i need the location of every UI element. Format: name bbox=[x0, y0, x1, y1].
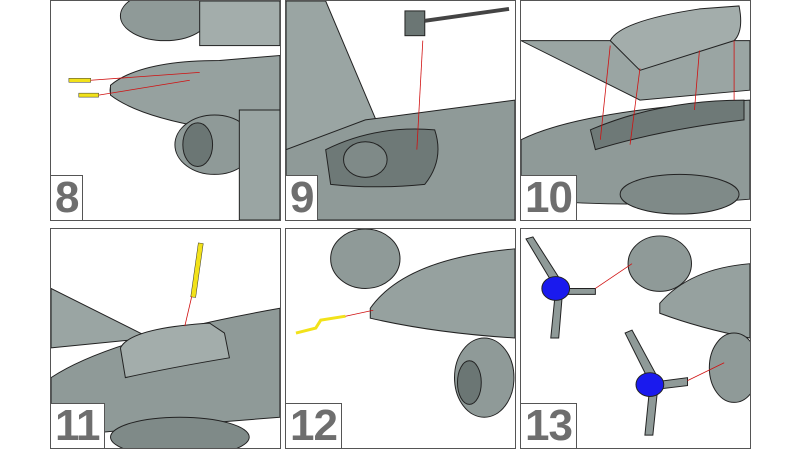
pitot-tube-part bbox=[295, 314, 346, 335]
step-9-panel: 9 bbox=[285, 0, 516, 221]
step-8-panel: 8 bbox=[50, 0, 281, 221]
step-10-illustration bbox=[521, 5, 750, 215]
step-number: 11 bbox=[51, 403, 105, 448]
step-number: 8 bbox=[51, 175, 84, 220]
step-12-illustration bbox=[295, 229, 515, 418]
propeller-part bbox=[624, 329, 689, 436]
step-12-panel: 12 bbox=[285, 228, 516, 449]
propeller-part bbox=[525, 236, 596, 339]
gun-barrel-part bbox=[68, 78, 91, 83]
step-number: 13 bbox=[521, 403, 577, 448]
step-13-panel: 13 bbox=[520, 228, 751, 449]
gunsight-part bbox=[404, 10, 426, 37]
step-11-panel: 11 bbox=[50, 228, 281, 449]
antenna-part bbox=[190, 242, 204, 298]
step-number: 12 bbox=[286, 403, 342, 448]
step-number: 9 bbox=[286, 175, 319, 220]
step-10-panel: 10 bbox=[520, 0, 751, 221]
gun-barrel-part bbox=[78, 92, 99, 98]
step-13-illustration bbox=[525, 235, 750, 436]
step-11-illustration bbox=[51, 242, 280, 448]
step-number: 10 bbox=[521, 175, 577, 220]
step-8-illustration bbox=[68, 1, 280, 220]
canopy-part bbox=[609, 5, 742, 71]
step-9-illustration bbox=[286, 1, 515, 220]
